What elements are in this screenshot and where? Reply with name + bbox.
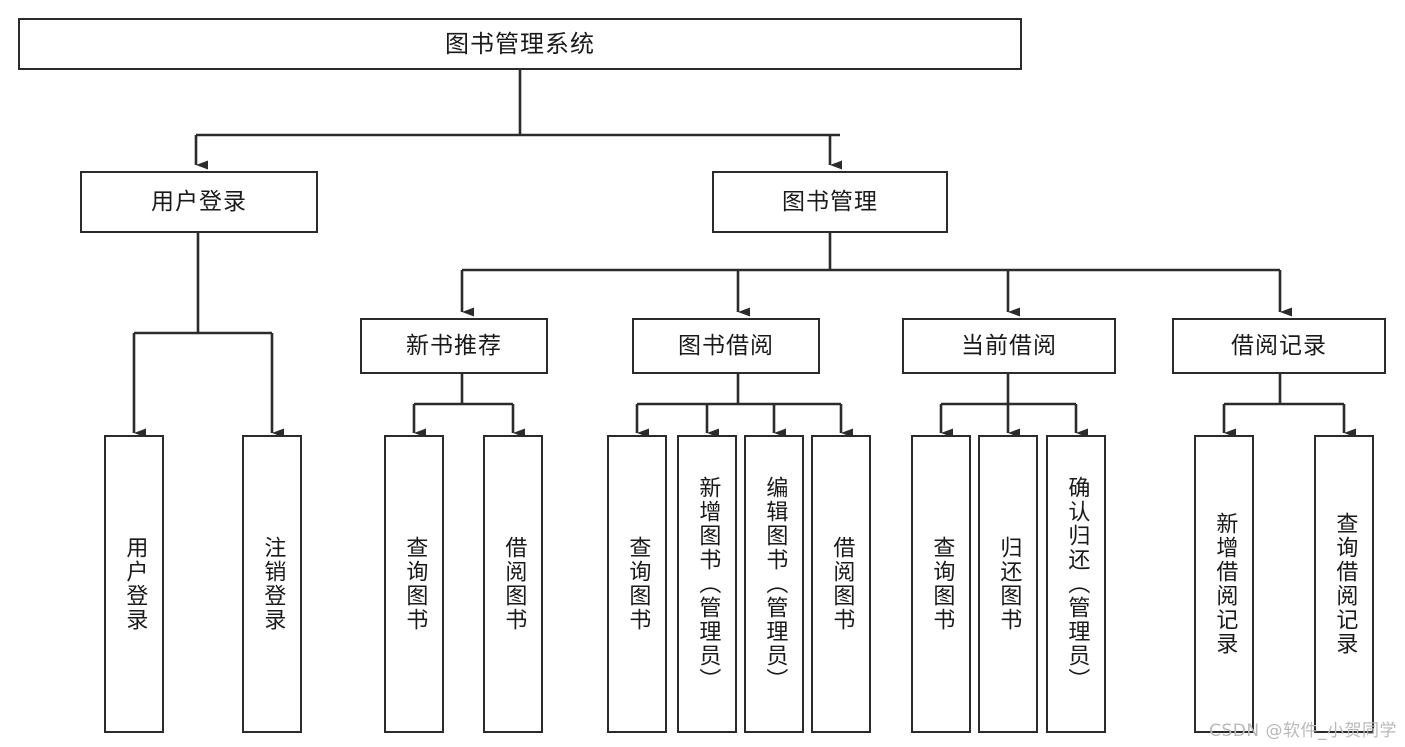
leaf-new-book-query[interactable]: 查询图书 — [384, 435, 444, 733]
leaf-borrow-borrow-book[interactable]: 借阅图书 — [811, 435, 871, 733]
leaf-label: 归还图书 — [996, 536, 1022, 632]
leaf-label: 借阅图书 — [829, 536, 855, 632]
watermark: CSDN @软件_小贺同学 — [1209, 721, 1397, 741]
leaf-borrow-edit-book[interactable]: 编辑图书（管理员） — [744, 435, 804, 733]
leaf-label: 注销登录 — [260, 536, 286, 632]
leaf-record-add[interactable]: 新增借阅记录 — [1194, 435, 1254, 733]
leaf-current-confirm-return[interactable]: 确认归还（管理员） — [1046, 435, 1106, 733]
node-book-borrow[interactable]: 图书借阅 — [632, 318, 820, 374]
node-new-book-recommend[interactable]: 新书推荐 — [360, 318, 548, 374]
node-label: 用户登录 — [151, 188, 247, 215]
leaf-new-book-borrow[interactable]: 借阅图书 — [483, 435, 543, 733]
leaf-label: 新增借阅记录 — [1212, 512, 1238, 656]
node-label: 图书借阅 — [678, 332, 774, 359]
leaf-label: 查询图书 — [402, 536, 428, 632]
leaf-label: 编辑图书（管理员） — [762, 476, 788, 692]
leaf-borrow-query-book[interactable]: 查询图书 — [607, 435, 667, 733]
leaf-user-login-login[interactable]: 用户登录 — [104, 435, 164, 733]
leaf-current-return-book[interactable]: 归还图书 — [978, 435, 1038, 733]
node-label: 当前借阅 — [961, 332, 1057, 359]
leaf-label: 确认归还（管理员） — [1064, 476, 1090, 692]
leaf-label: 借阅图书 — [501, 536, 527, 632]
leaf-current-query-book[interactable]: 查询图书 — [911, 435, 971, 733]
node-borrow-record[interactable]: 借阅记录 — [1172, 318, 1386, 374]
leaf-label: 查询借阅记录 — [1332, 512, 1358, 656]
node-label: 借阅记录 — [1231, 332, 1327, 359]
leaf-label: 用户登录 — [122, 536, 148, 632]
leaf-record-query[interactable]: 查询借阅记录 — [1314, 435, 1374, 733]
node-user-login[interactable]: 用户登录 — [80, 171, 318, 233]
leaf-label: 新增图书（管理员） — [695, 476, 721, 692]
node-label: 图书管理 — [782, 188, 878, 215]
leaf-user-login-logout[interactable]: 注销登录 — [242, 435, 302, 733]
leaf-label: 查询图书 — [929, 536, 955, 632]
leaf-borrow-add-book[interactable]: 新增图书（管理员） — [677, 435, 737, 733]
node-root-system[interactable]: 图书管理系统 — [18, 18, 1022, 70]
node-current-borrow[interactable]: 当前借阅 — [902, 318, 1116, 374]
leaf-label: 查询图书 — [625, 536, 651, 632]
node-book-management[interactable]: 图书管理 — [712, 171, 948, 233]
node-label: 图书管理系统 — [445, 30, 595, 58]
node-label: 新书推荐 — [406, 332, 502, 359]
